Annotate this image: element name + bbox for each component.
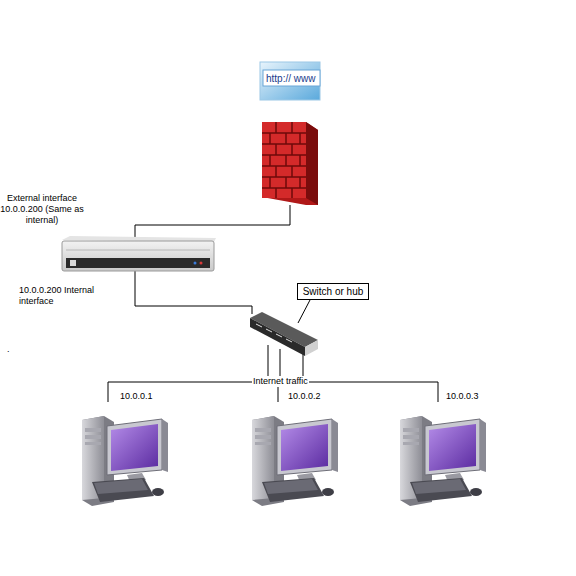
computer-icon [82, 416, 168, 506]
computer-icon [252, 416, 338, 506]
switch-device [266, 329, 272, 332]
firewall-wall [269, 133, 271, 144]
firewall-wall [285, 155, 287, 166]
switch-device [250, 318, 305, 356]
firewall-wall [262, 122, 318, 205]
firewall-wall [299, 133, 301, 144]
switch-device [256, 324, 262, 327]
server-unit [70, 260, 76, 266]
ip-address: 10.0.0.2 [288, 391, 321, 402]
switch-device [305, 340, 318, 356]
ip-address: 10.0.0.1 [120, 391, 153, 402]
firewall-wall [269, 177, 271, 188]
firewall-wall [291, 166, 293, 177]
firewall-wall [275, 122, 277, 133]
firewall-wall [275, 144, 277, 155]
switch-device [276, 334, 282, 337]
server-unit [200, 262, 203, 265]
browser-icon [263, 70, 320, 86]
stray-mark: . [7, 344, 10, 355]
url-text: http:// www [266, 73, 315, 85]
server-unit [66, 250, 210, 251]
callout-box: Switch or hub [297, 283, 369, 300]
ip-address: 10.0.0.3 [446, 391, 479, 402]
firewall-wall [262, 122, 318, 205]
server-unit [66, 258, 210, 268]
firewall-wall [262, 122, 306, 198]
firewall-wall [269, 155, 271, 166]
firewall-wall [291, 188, 293, 198]
firewall-wall [291, 122, 293, 133]
computer-icon [400, 416, 486, 506]
firewall-wall [275, 166, 277, 177]
switch-device [256, 324, 292, 342]
firewall-wall [291, 144, 293, 155]
firewall-wall [285, 177, 287, 188]
server-unit [62, 241, 214, 271]
network-wire [438, 382, 439, 402]
network-wire [108, 205, 438, 402]
network-wire [298, 300, 310, 323]
firewall-wall [306, 122, 318, 205]
firewall-wall [299, 177, 301, 188]
callout-text: Switch or hub [303, 286, 364, 298]
firewall-wall [275, 188, 277, 198]
browser-icon [260, 62, 320, 100]
firewall-wall [285, 133, 287, 144]
server-unit [194, 262, 197, 265]
switch-device [286, 339, 292, 342]
network-wire [135, 271, 252, 314]
interface-label: 10.0.0.200 Internal interface [19, 285, 95, 307]
switch-device [250, 312, 318, 356]
network-wire [135, 205, 290, 240]
firewall-wall [262, 122, 306, 198]
server-unit [62, 236, 216, 271]
traffic-label: Internet traffic [252, 376, 309, 387]
interface-label: External interface 10.0.0.200 (Same as i… [0, 193, 84, 226]
firewall-wall [299, 155, 301, 166]
network-wire [108, 382, 109, 402]
browser-icon [260, 62, 320, 100]
